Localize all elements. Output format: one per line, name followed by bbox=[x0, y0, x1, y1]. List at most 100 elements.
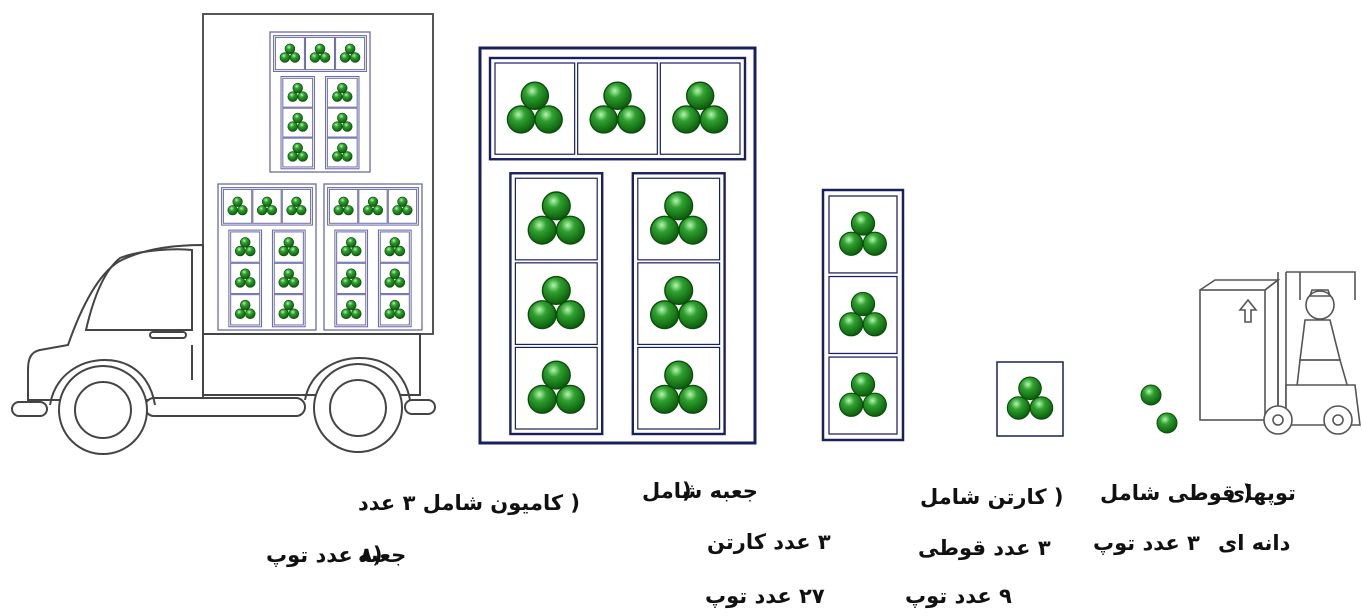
ball-icon bbox=[1018, 376, 1042, 401]
ball-icon bbox=[278, 245, 289, 257]
box-caption-line3: ۲۷ عدد توپ bbox=[705, 584, 825, 608]
ball-icon bbox=[297, 151, 308, 162]
ball-icon bbox=[351, 308, 362, 320]
ball-icon bbox=[664, 360, 694, 390]
ball-icon bbox=[342, 91, 353, 102]
ball-icon bbox=[337, 142, 348, 154]
ball-icon bbox=[384, 308, 395, 320]
can-caption-line1: ( قوطی شامل bbox=[1100, 481, 1252, 505]
ball-icon bbox=[527, 300, 557, 330]
ball-icon bbox=[332, 151, 343, 162]
ball-icon bbox=[284, 43, 296, 55]
ball-icon bbox=[234, 245, 246, 257]
ball-icon bbox=[397, 196, 408, 207]
ball-icon bbox=[239, 268, 251, 279]
ball-icon bbox=[394, 245, 406, 257]
ball-icon bbox=[287, 91, 298, 102]
ball-icon bbox=[286, 205, 297, 216]
ball-icon bbox=[345, 268, 357, 279]
ball-icon bbox=[291, 196, 302, 207]
ball-icon bbox=[1156, 412, 1178, 434]
ball-icon bbox=[279, 52, 291, 63]
truck-caption-line2-a: جعبه bbox=[358, 543, 406, 567]
ball-icon bbox=[345, 299, 357, 311]
ball-icon bbox=[292, 82, 303, 94]
ball-icon bbox=[245, 245, 256, 257]
ball-icon bbox=[351, 277, 362, 288]
truck-caption-line1: ( کامیون شامل ۳ عدد bbox=[358, 491, 580, 515]
ball-icon bbox=[839, 392, 864, 417]
ball-icon bbox=[699, 105, 729, 134]
ball-icon bbox=[506, 105, 536, 134]
ball-icon bbox=[520, 81, 550, 110]
ball-icon bbox=[227, 205, 238, 216]
ball-icon bbox=[541, 275, 571, 306]
ball-icon bbox=[296, 205, 307, 216]
ball-icon bbox=[589, 105, 618, 134]
ball-icon bbox=[332, 121, 343, 132]
ball-icon bbox=[342, 151, 353, 162]
ball-icon bbox=[338, 196, 349, 207]
ball-icon bbox=[237, 205, 248, 216]
ball-icon bbox=[278, 308, 289, 320]
ball-icon bbox=[351, 245, 362, 257]
ball-icon bbox=[367, 196, 379, 207]
ball-icon bbox=[289, 52, 301, 63]
can bbox=[281, 188, 312, 224]
ball-icon bbox=[340, 245, 352, 257]
ball-icon bbox=[1029, 396, 1054, 420]
ball-icon bbox=[555, 215, 586, 245]
can bbox=[335, 36, 366, 71]
forklift-icon bbox=[1199, 271, 1361, 435]
can bbox=[828, 275, 898, 355]
ball-icon bbox=[343, 205, 354, 216]
ball-icon bbox=[862, 392, 887, 417]
ball-icon bbox=[649, 384, 680, 414]
ball-icon bbox=[389, 237, 401, 248]
ball-icon bbox=[344, 43, 356, 55]
ball-icon bbox=[394, 308, 406, 320]
ball-icon bbox=[297, 121, 308, 132]
ball-icon bbox=[339, 52, 351, 63]
box-caption-line1-a: ( bbox=[682, 479, 692, 503]
ball-icon bbox=[649, 300, 680, 330]
ball-icon bbox=[283, 268, 295, 279]
ball-icon bbox=[232, 196, 243, 207]
ball-icon bbox=[1140, 384, 1162, 406]
ball-icon bbox=[234, 277, 246, 288]
ball-icon bbox=[541, 360, 571, 390]
ball-icon bbox=[839, 312, 864, 337]
balls-caption-line1: توپهای bbox=[1226, 481, 1296, 505]
ball-icon bbox=[283, 237, 295, 248]
ball-icon bbox=[534, 105, 563, 134]
ball-icon bbox=[384, 277, 395, 288]
ball-icon bbox=[555, 384, 586, 414]
balls-caption-line2: دانه ای bbox=[1218, 531, 1291, 555]
ball-icon bbox=[850, 372, 876, 397]
ball-icon bbox=[332, 91, 343, 102]
ball-icon bbox=[239, 237, 251, 248]
ball-icon bbox=[337, 112, 348, 124]
ball-icon bbox=[664, 191, 694, 221]
ball-icon bbox=[292, 142, 303, 154]
captions: ( کامیون شامل ۳ عدد جعبه (۸ عدد توپ ( جع… bbox=[266, 479, 1296, 608]
carton-caption-line3: ۹ عدد توپ bbox=[905, 584, 1012, 608]
ball-icon bbox=[617, 105, 646, 134]
ball-icon bbox=[288, 245, 300, 257]
carton-caption-line1: ( کارتن شامل bbox=[920, 485, 1063, 509]
box-caption-line1-b: جعبه شامل bbox=[642, 479, 758, 503]
ball-icon bbox=[527, 384, 557, 414]
ball-icon bbox=[261, 196, 273, 207]
box-caption-line2: ۳ عدد کارتن bbox=[707, 530, 831, 554]
ball-icon bbox=[862, 312, 887, 337]
carton-caption-line2: ۳ عدد قوطی bbox=[918, 536, 1051, 560]
can-caption-line2: ۳ عدد توپ bbox=[1093, 531, 1200, 555]
can bbox=[328, 188, 359, 224]
ball-icon bbox=[672, 105, 701, 134]
ball-icon bbox=[685, 81, 715, 110]
ball-icon bbox=[527, 215, 557, 245]
ball-icon bbox=[333, 205, 344, 216]
ball-icon bbox=[384, 245, 395, 257]
ball-icon bbox=[349, 52, 361, 63]
